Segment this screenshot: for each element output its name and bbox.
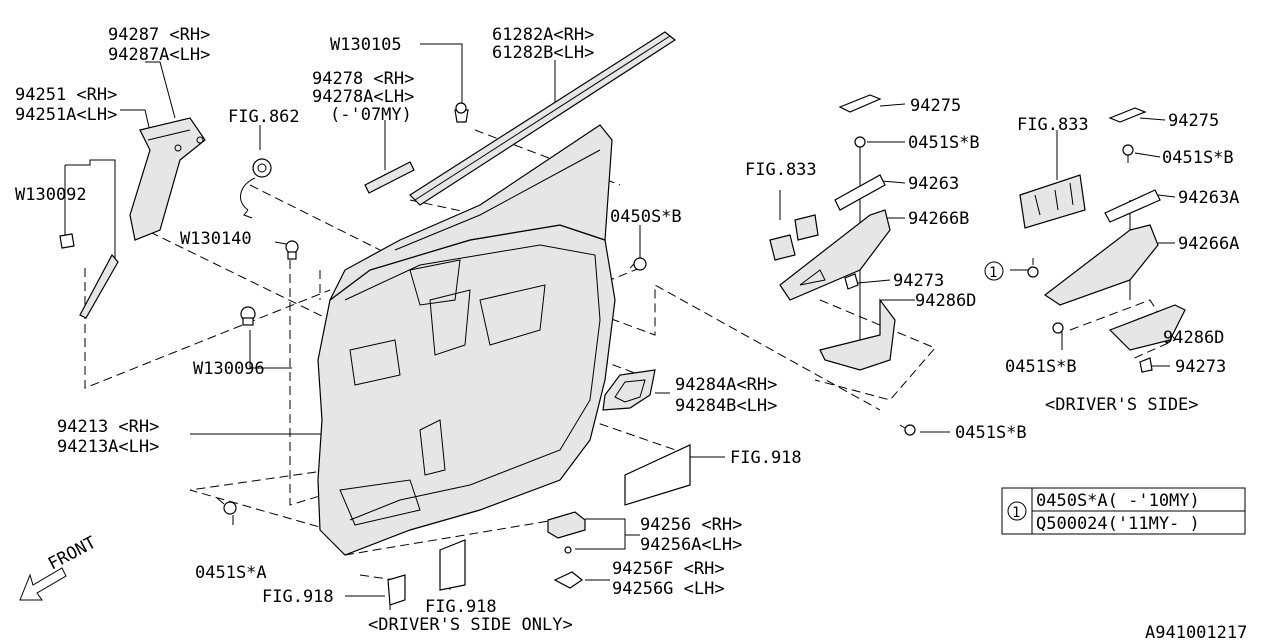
screw-0451sb-mid xyxy=(854,136,866,155)
switch-fig833-mid xyxy=(769,190,819,261)
bracket-94286d-mid xyxy=(819,298,896,371)
armrest-94266a xyxy=(1043,224,1159,306)
bracket-94256f xyxy=(553,571,584,589)
armrest-94266b xyxy=(779,209,891,301)
switch-fig833-right xyxy=(1019,174,1086,229)
sheet-fig918-left xyxy=(387,574,406,606)
label-0451sb-right2: 0451S*B xyxy=(1005,357,1077,377)
pillar-trim-94287 xyxy=(129,117,206,241)
sheet-fig918-right xyxy=(624,444,691,506)
label-94275-mid: 94275 xyxy=(910,96,961,116)
label-94263-mid: 94263 xyxy=(908,174,959,194)
label-0451sb-mid: 0451S*B xyxy=(908,133,980,153)
label-61282-lh: 61282B<LH> xyxy=(492,43,594,63)
label-94278-my: (-'07MY) xyxy=(330,105,412,125)
callout-marker: 1 xyxy=(984,261,1004,281)
screw-callout-right xyxy=(1027,258,1039,278)
label-94278-lh: 94278A<LH> xyxy=(312,87,414,107)
label-0451sa: 0451S*A xyxy=(195,563,267,583)
label-94286d-mid: 94286D xyxy=(915,291,976,311)
cap-94275-right xyxy=(1108,107,1147,123)
weatherstrip-61282 xyxy=(409,31,677,206)
bracket-94286d-right xyxy=(1108,304,1186,351)
label-drivers-side: <DRIVER'S SIDE> xyxy=(1045,395,1199,415)
screw-0451sa xyxy=(216,497,237,515)
label-94278-rh: 94278 <RH> xyxy=(312,69,414,89)
label-94266a: 94266A xyxy=(1178,234,1239,254)
clip-w130092 xyxy=(59,233,75,249)
label-94251-rh: 94251 <RH> xyxy=(15,85,117,105)
label-fig862: FIG.862 xyxy=(228,107,300,127)
screw-0451sb-center xyxy=(899,424,916,436)
label-fig833-right: FIG.833 xyxy=(1017,115,1089,135)
label-94251-lh: 94251A<LH> xyxy=(15,105,117,125)
label-94213-rh: 94213 <RH> xyxy=(57,417,159,437)
label-front: FRONT xyxy=(45,533,100,575)
clip-w130105 xyxy=(454,102,469,123)
label-0451sb-right: 0451S*B xyxy=(1162,148,1234,168)
label-94287-lh: 94287A<LH> xyxy=(108,45,210,65)
callout-marker-label: 1 xyxy=(989,265,997,281)
label-94256g-lh: 94256G <LH> xyxy=(612,579,725,599)
cap-94275-mid xyxy=(838,94,882,113)
garnish-94278 xyxy=(364,161,415,194)
label-94266b: 94266B xyxy=(908,209,969,229)
label-94273-mid: 94273 xyxy=(893,271,944,291)
note-table-row2: Q500024('11MY- ) xyxy=(1036,514,1200,534)
upper-trim xyxy=(329,124,613,306)
screw-0451sb-right2 xyxy=(1052,322,1064,334)
clip-94273-mid xyxy=(844,273,859,290)
label-w130105: W130105 xyxy=(330,35,402,55)
garnish-94284 xyxy=(602,369,656,411)
label-94286d-right: 94286D xyxy=(1163,328,1224,348)
leader-lines xyxy=(64,43,1176,597)
bezel-94263a xyxy=(1104,189,1161,223)
label-94263a: 94263A xyxy=(1178,188,1239,208)
label-94256-lh: 94256A<LH> xyxy=(640,535,742,555)
door-trim-panel xyxy=(317,224,616,556)
sheet-fig918-bottom xyxy=(439,539,466,591)
label-fig918-right: FIG.918 xyxy=(730,448,802,468)
label-94284-rh: 94284A<RH> xyxy=(675,375,777,395)
label-diagram-id: A941001217 xyxy=(1145,623,1247,640)
front-arrow xyxy=(19,567,67,601)
label-94275-right: 94275 xyxy=(1168,111,1219,131)
label-94256-rh: 94256 <RH> xyxy=(640,515,742,535)
label-0451sb-center: 0451S*B xyxy=(955,423,1027,443)
note-table: 1 0450S*A( -'10MY) Q500024('11MY- ) xyxy=(1001,487,1246,535)
switch-94256 xyxy=(547,511,586,554)
clip-w130096 xyxy=(240,306,256,326)
label-drivers-side-only: <DRIVER'S SIDE ONLY> xyxy=(368,615,573,635)
label-fig918-bottom: FIG.918 xyxy=(425,597,497,617)
screw-0451sb-right xyxy=(1122,144,1134,163)
label-94284-lh: 94284B<LH> xyxy=(675,396,777,416)
label-fig918-left: FIG.918 xyxy=(262,587,334,607)
label-w130096: W130096 xyxy=(193,359,265,379)
label-fig833-mid: FIG.833 xyxy=(745,160,817,180)
pillar-trim-94251 xyxy=(79,253,119,319)
label-w130140: W130140 xyxy=(180,229,252,249)
note-table-row1: 0450S*A( -'10MY) xyxy=(1036,491,1200,511)
label-94256f-rh: 94256F <RH> xyxy=(612,559,725,579)
label-w130092: W130092 xyxy=(15,185,87,205)
label-0450sb-main: 0450S*B xyxy=(610,207,682,227)
label-61282-rh: 61282A<RH> xyxy=(492,25,594,45)
label-94273-right: 94273 xyxy=(1175,357,1226,377)
clip-94273-right xyxy=(1139,357,1153,373)
labels: 94287 <RH> 94287A<LH> 94251 <RH> 94251A<… xyxy=(15,25,1247,640)
note-table-marker: 1 xyxy=(1012,505,1020,521)
screw-0450sb xyxy=(629,257,647,271)
bezel-94263-mid xyxy=(834,174,886,211)
label-94213-lh: 94213A<LH> xyxy=(57,437,159,457)
tweeter-harness-fig862 xyxy=(240,158,272,219)
label-94287-rh: 94287 <RH> xyxy=(108,25,210,45)
clip-w130140 xyxy=(285,240,299,260)
